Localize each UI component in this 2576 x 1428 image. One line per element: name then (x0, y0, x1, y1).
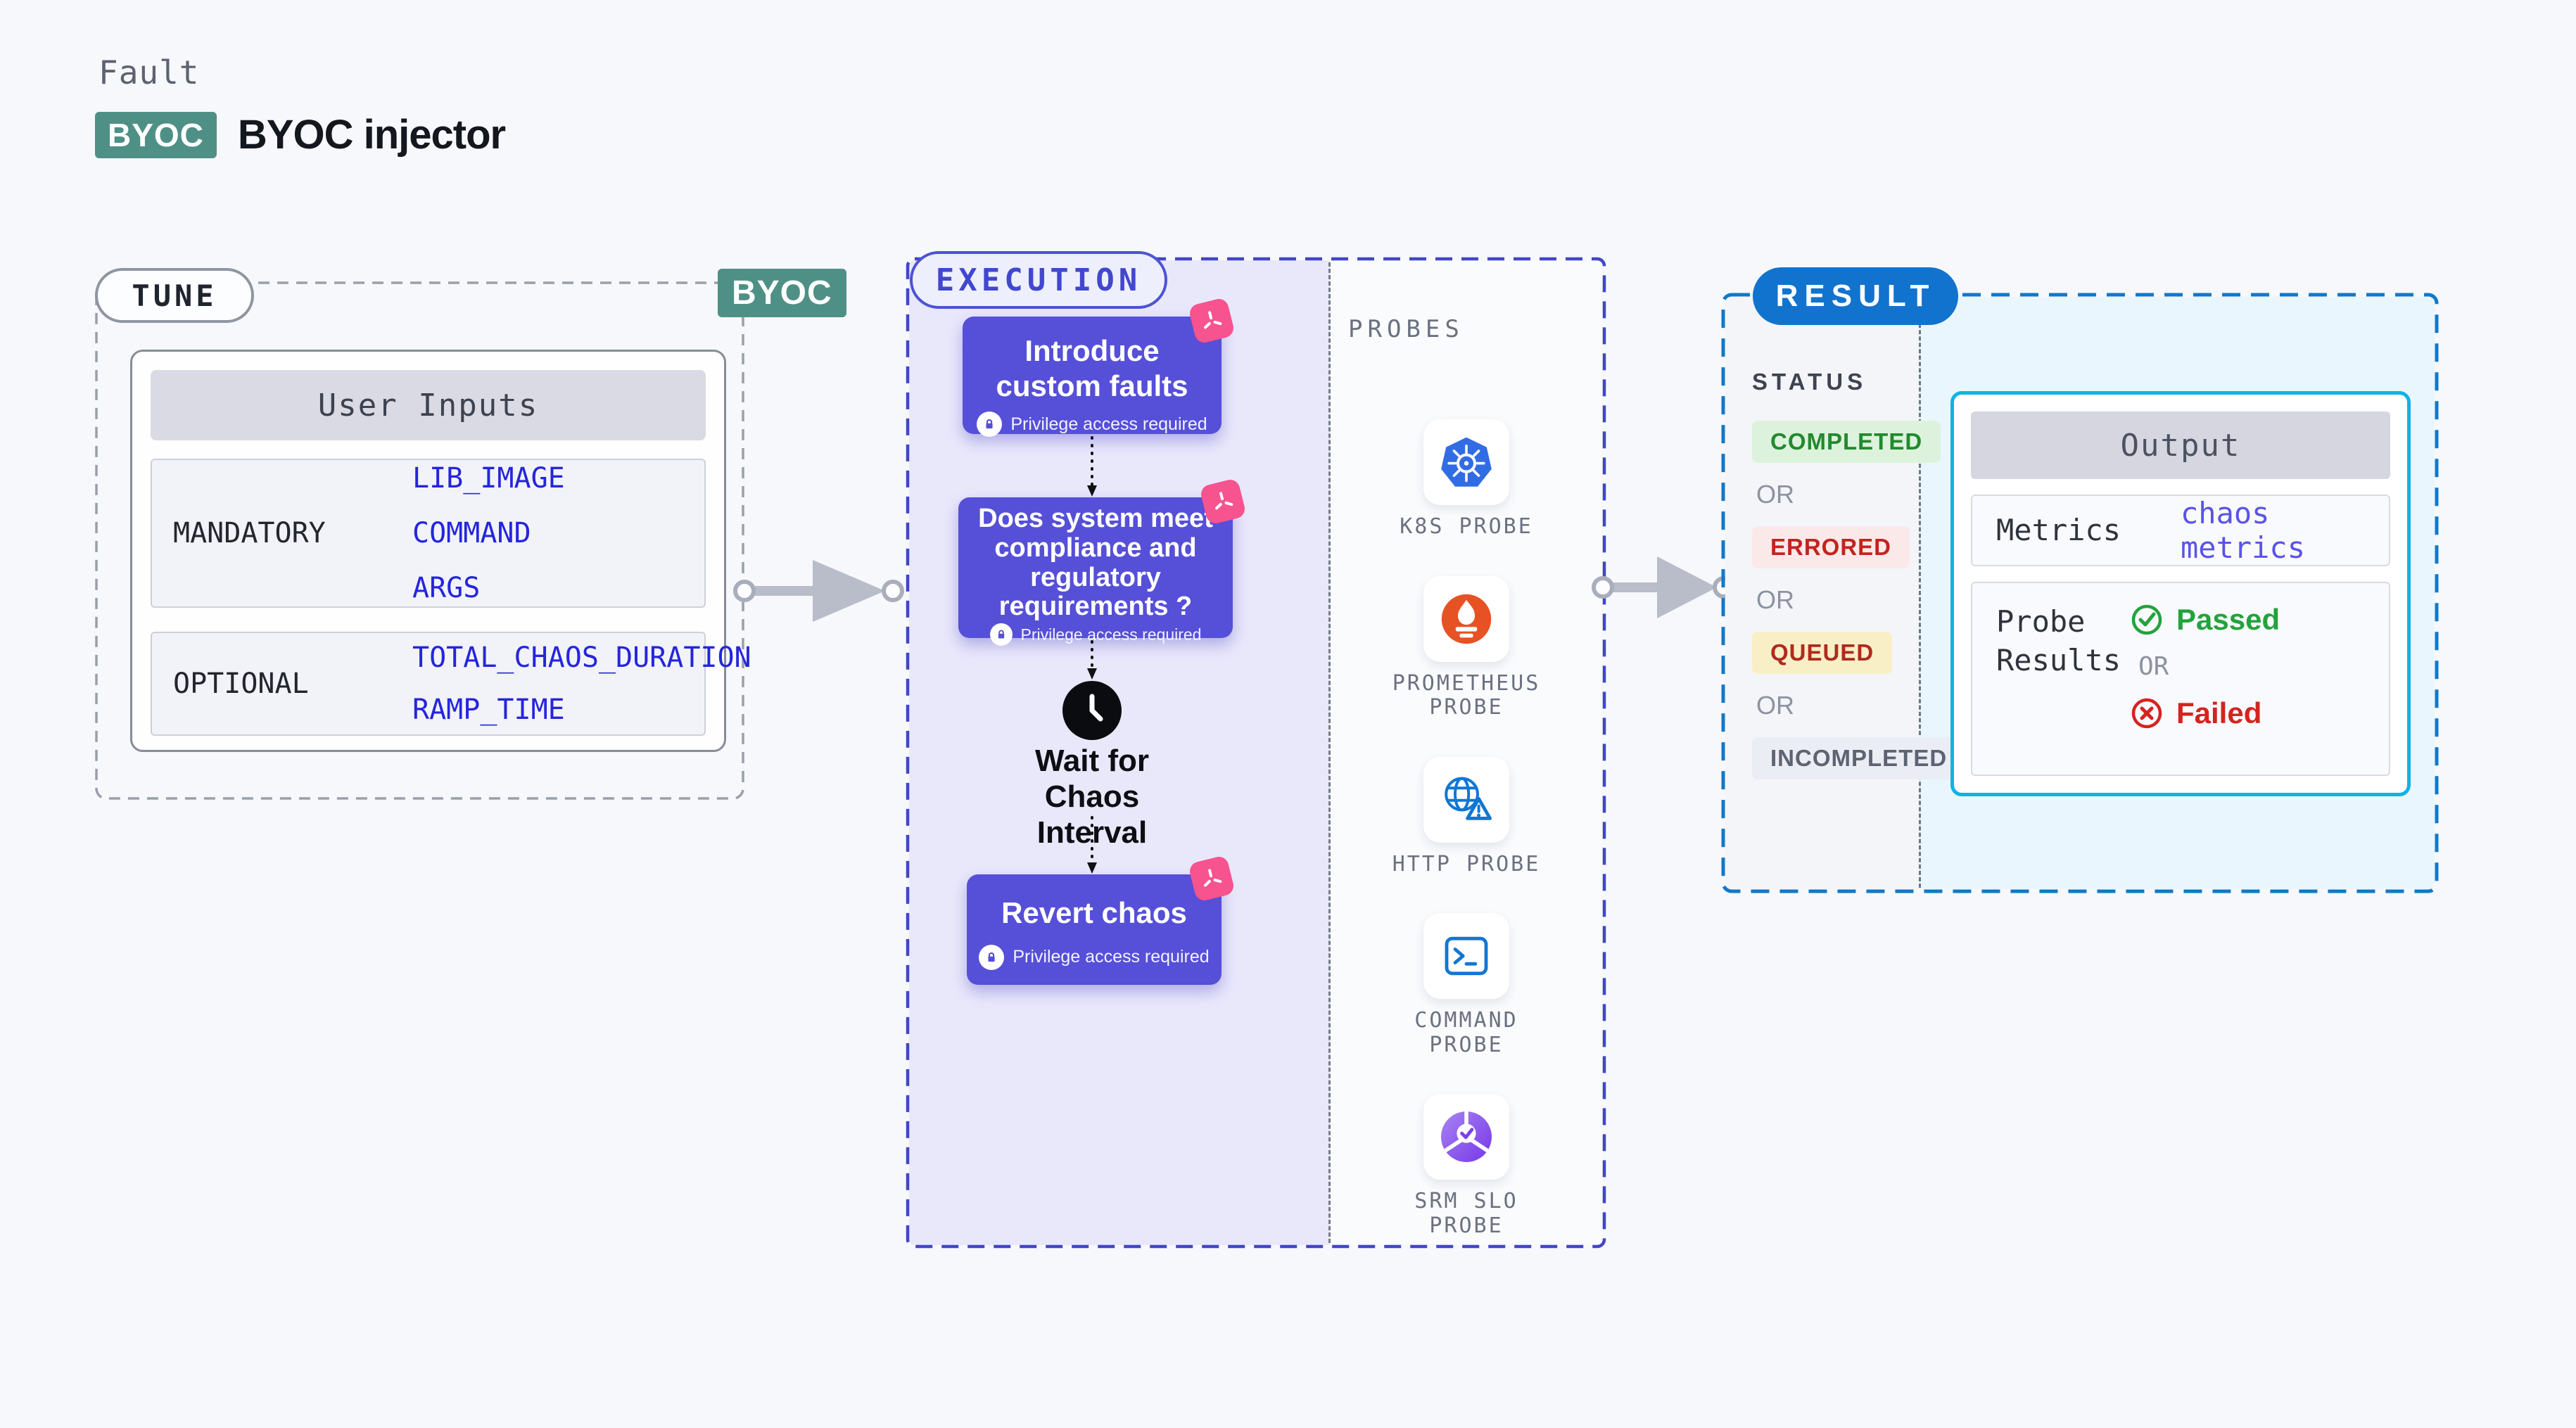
srm-slo-icon (1441, 1110, 1492, 1162)
probe-label: HTTP PROBE (1392, 851, 1541, 876)
chaos-fault-icon (1188, 855, 1236, 903)
passed-line: Passed (2130, 603, 2280, 637)
privilege-row: Privilege access required (963, 412, 1222, 438)
introduce-custom-faults-card: Introduce custom faults Privilege access… (963, 297, 1236, 438)
input-value: RAMP_TIME (412, 694, 565, 726)
output-header: Output (1971, 412, 2390, 479)
flow-dotted-arrow (1087, 640, 1097, 680)
metrics-label: Metrics (1996, 512, 2121, 547)
card-title: Introduce custom faults (996, 334, 1188, 402)
probe-tile (1423, 913, 1509, 999)
passed-check-icon (2131, 604, 2162, 635)
optional-row: OPTIONAL TOTAL_CHAOS_DURATION RAMP_TIME (151, 632, 751, 736)
revert-chaos-card: Revert chaos Privilege access required (967, 855, 1236, 985)
wait-for-chaos-interval: Wait for Chaos Interval (1034, 744, 1150, 850)
status-background (1725, 297, 1920, 889)
mandatory-values: LIB_IMAGE COMMAND ARGS (412, 460, 565, 606)
card-title: Revert chaos (1001, 896, 1187, 929)
compliance-check-card: Does system meet compliance and regulato… (958, 478, 1247, 646)
user-inputs-table: User Inputs MANDATORY LIB_IMAGE COMMAND … (130, 350, 751, 752)
probe-tile (1423, 419, 1509, 505)
failed-x-icon (2131, 698, 2162, 729)
input-value: COMMAND (412, 517, 531, 549)
input-value: ARGS (412, 572, 481, 604)
tune-dashed-frame (95, 281, 744, 800)
probe-item-command: COMMAND PROBE (1378, 913, 1554, 1057)
probe-results-label: Probe Results (1996, 604, 2121, 677)
input-value: TOTAL_CHAOS_DURATION (412, 642, 751, 674)
or-label: OR (1756, 585, 1794, 614)
prometheus-icon (1441, 594, 1492, 644)
mandatory-label: MANDATORY (173, 517, 326, 549)
user-inputs-header: User Inputs (151, 370, 706, 440)
output-box: Output Metrics chaos metrics Probe Resul… (1950, 391, 2411, 796)
card-title: Does system meet compliance and regulato… (978, 504, 1213, 622)
probe-label: K8S PROBE (1400, 514, 1533, 539)
execution-probes-divider (1328, 262, 1331, 1243)
optional-values: TOTAL_CHAOS_DURATION RAMP_TIME (412, 633, 751, 734)
flow-dotted-arrow (1087, 816, 1097, 874)
byoc-corner-badge: BYOC (718, 269, 846, 317)
command-icon (1445, 936, 1488, 976)
page-title: BYOC injector (237, 112, 506, 158)
or-label: OR (1756, 691, 1794, 720)
probes-heading: PROBES (1348, 315, 1464, 343)
probe-label: SRM SLO PROBE (1414, 1189, 1518, 1238)
privilege-label: Privilege access required (1020, 625, 1202, 644)
probe-label: COMMAND PROBE (1414, 1008, 1518, 1057)
privilege-row: Privilege access required (958, 623, 1233, 646)
probe-tile (1423, 1094, 1509, 1180)
execution-pill: EXECUTION (910, 251, 1167, 309)
fault-eyebrow: Fault (99, 53, 200, 91)
status-badge-incompleted: INCOMPLETED (1752, 737, 1966, 779)
lock-icon (979, 944, 1005, 970)
execution-to-result-arrow (1592, 556, 1735, 618)
flow-dotted-arrow (1087, 436, 1097, 497)
byoc-title-badge: BYOC (95, 111, 217, 158)
tune-pill: TUNE (95, 268, 254, 323)
http-icon (1445, 777, 1492, 820)
failed-line: Failed (2130, 696, 2280, 730)
result-dashed-frame (1721, 293, 2439, 893)
failed-label: Failed (2176, 696, 2262, 729)
result-pill: RESULT (1753, 267, 1958, 325)
or-label: OR (1756, 480, 1794, 509)
or-label: OR (2138, 652, 2169, 681)
privilege-label: Privilege access required (1013, 947, 1210, 967)
status-badge-queued: QUEUED (1752, 632, 1893, 674)
probe-item-http: HTTP PROBE (1392, 756, 1541, 877)
chaos-fault-icon (1199, 478, 1247, 525)
mandatory-row: MANDATORY LIB_IMAGE COMMAND ARGS (151, 459, 706, 608)
status-badge-completed: COMPLETED (1752, 421, 1941, 463)
probe-item-k8s: K8S PROBE (1400, 419, 1533, 540)
probe-results-values: Passed OR Failed (2130, 603, 2280, 774)
probe-item-srm-slo: SRM SLO PROBE (1378, 1094, 1554, 1238)
execution-dashed-frame (906, 257, 1606, 1249)
lock-icon (989, 623, 1013, 646)
optional-label: OPTIONAL (173, 668, 309, 700)
metrics-value: chaos metrics (2181, 496, 2306, 565)
probe-results-row: Probe Results Passed OR Failed (1971, 582, 2390, 776)
privilege-row: Privilege access required (967, 944, 1222, 970)
lock-icon (977, 412, 1003, 438)
input-value: LIB_IMAGE (412, 462, 565, 495)
status-output-divider (1919, 298, 1921, 888)
privilege-label: Privilege access required (1010, 414, 1207, 434)
probe-tile (1423, 756, 1509, 843)
title-row: BYOC BYOC injector (95, 111, 506, 158)
status-badge-errored: ERRORED (1752, 526, 1910, 568)
status-column: STATUS COMPLETED OR ERRORED OR QUEUED OR… (1725, 369, 1966, 779)
k8s-icon (1441, 437, 1492, 487)
chaos-fault-icon (1188, 297, 1236, 345)
probe-item-prometheus: PROMETHEUS PROBE (1378, 575, 1554, 720)
probe-label: PROMETHEUS PROBE (1392, 670, 1541, 720)
tune-to-execution-arrow (733, 560, 904, 622)
clock-icon (1062, 681, 1122, 740)
metrics-row: Metrics chaos metrics (1971, 495, 2390, 566)
passed-label: Passed (2176, 603, 2280, 636)
probes-list: K8S PROBE PROMETHEUS PROBE (1331, 419, 1601, 1238)
status-heading: STATUS (1752, 369, 1867, 395)
probe-tile (1423, 575, 1509, 662)
